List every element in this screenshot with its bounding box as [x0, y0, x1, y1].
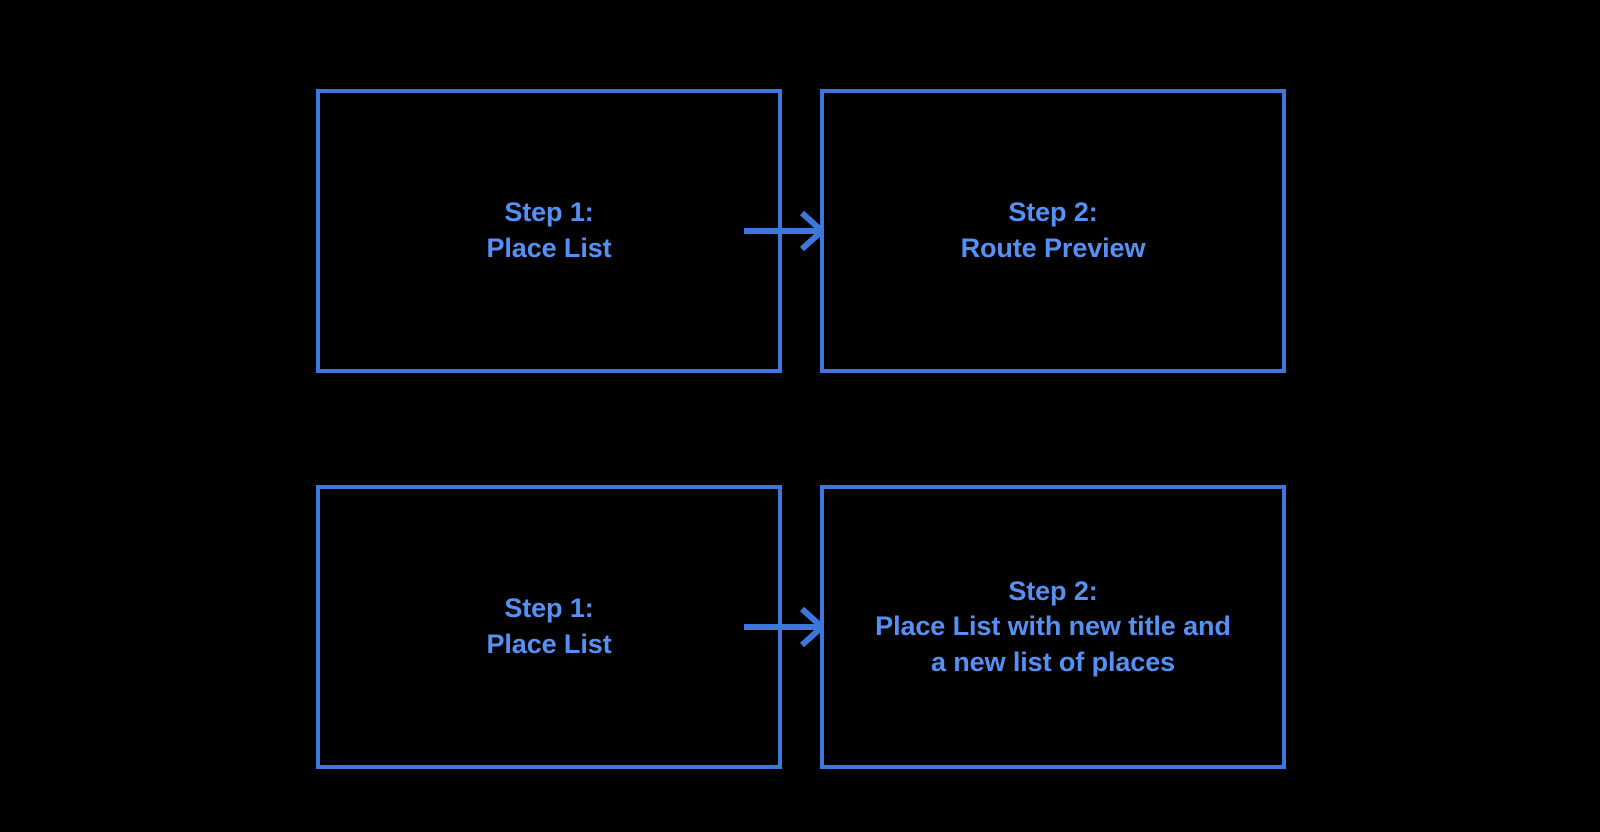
step-box-label: Step 2: Place List with new title and a … — [875, 575, 1231, 677]
flow-row-place-list-edit: Step 1: Place List Step 2: Place List wi… — [0, 485, 1600, 769]
step-box-label: Step 1: Place List — [486, 593, 612, 659]
step-box-row1-step2[interactable]: Step 2: Route Preview — [820, 89, 1286, 373]
step-box-label: Step 1: Place List — [486, 197, 612, 263]
flow-row-route-preview: Step 1: Place List Step 2: Route Preview — [0, 89, 1600, 373]
step-box-row2-step2[interactable]: Step 2: Place List with new title and a … — [820, 485, 1286, 769]
step-box-label: Step 2: Route Preview — [960, 197, 1146, 263]
step-box-row2-step1[interactable]: Step 1: Place List — [316, 485, 782, 769]
step-box-row1-step1[interactable]: Step 1: Place List — [316, 89, 782, 373]
